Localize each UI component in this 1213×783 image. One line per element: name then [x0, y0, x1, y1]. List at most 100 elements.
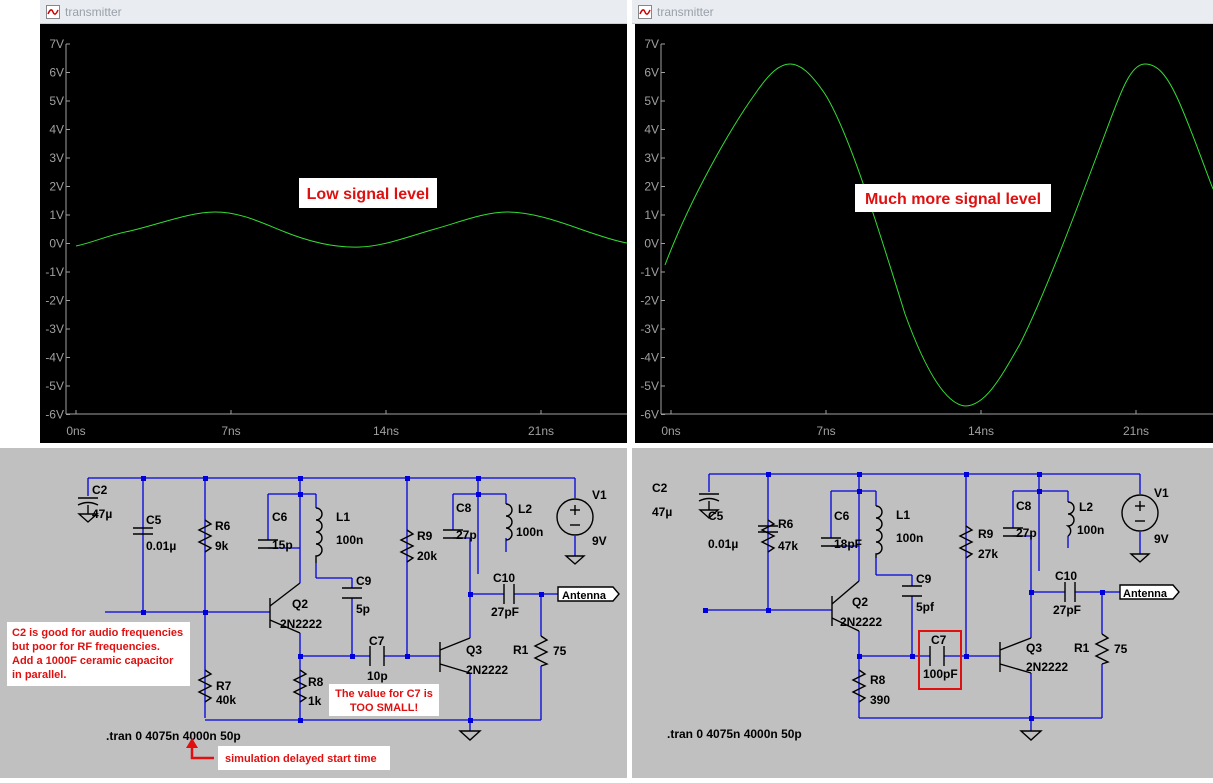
y-tick-label: 0V: [644, 237, 659, 251]
label-l1: L1: [336, 510, 350, 524]
y-tick-label: -4V: [640, 351, 659, 365]
y-tick-label: -5V: [45, 379, 64, 393]
annotation-c7: The value for C7 is TOO SMALL!: [335, 688, 433, 714]
label-r6: R6: [778, 517, 794, 531]
wires: [87, 477, 576, 731]
x-tick-label: 21ns: [528, 424, 554, 438]
junctions: [703, 472, 1105, 721]
x-tick-label: 14ns: [968, 424, 994, 438]
y-tick-label: 2V: [49, 180, 64, 194]
label-v1: V1: [592, 488, 607, 502]
label-q3: Q3: [1026, 641, 1042, 655]
y-tick-label: 4V: [49, 123, 64, 137]
value-c5: 0.01µ: [708, 537, 738, 551]
value-r6: 47k: [778, 539, 798, 553]
label-c2: C2: [652, 481, 668, 495]
value-c6: 18pF: [834, 537, 862, 551]
value-c7: 100pF: [923, 667, 958, 681]
value-l2: 100n: [1077, 523, 1104, 537]
window-title: transmitter: [65, 4, 122, 19]
y-tick-label: 6V: [644, 66, 659, 80]
label-c9: C9: [356, 574, 372, 588]
window-title: transmitter: [657, 4, 714, 19]
right-schematic[interactable]: C2 47µ C5 0.01µ R6 47k C6 18pF L1 100n C…: [632, 448, 1213, 778]
value-q3: 2N2222: [1026, 660, 1068, 674]
label-r1: R1: [513, 643, 529, 657]
label-q2: Q2: [292, 597, 308, 611]
label-c6: C6: [272, 510, 288, 524]
note-box: [855, 184, 1051, 212]
value-v1: 9V: [592, 534, 607, 548]
value-c5: 0.01µ: [146, 539, 176, 553]
y-tick-label: 4V: [644, 123, 659, 137]
annotation-delay-box: [218, 746, 390, 770]
value-c9: 5pf: [916, 600, 935, 614]
value-q2: 2N2222: [280, 617, 322, 631]
labels: C2 47µ C5 0.01µ R6 9k C6 15p L1 100n C9 …: [92, 483, 607, 743]
value-r9: 27k: [978, 547, 998, 561]
label-c10: C10: [1055, 569, 1077, 583]
y-tick-label: 5V: [644, 94, 659, 108]
y-tick-label: 2V: [644, 180, 659, 194]
label-c7: C7: [369, 634, 385, 648]
label-c6: C6: [834, 509, 850, 523]
y-tick-label: 0V: [49, 237, 64, 251]
label-r8: R8: [870, 673, 886, 687]
value-c2: 47µ: [92, 507, 112, 521]
value-r8: 390: [870, 693, 890, 707]
y-tick-label: 7V: [644, 37, 659, 51]
value-r6: 9k: [215, 539, 229, 553]
value-r1: 75: [1114, 642, 1128, 656]
y-tick-label: -3V: [45, 322, 64, 336]
tran-directive[interactable]: .tran 0 4075n 4000n 50p: [667, 727, 802, 741]
antenna-label: Antenna: [562, 590, 607, 602]
antenna-label: Antenna: [1123, 588, 1168, 600]
y-tick-label: -6V: [45, 408, 64, 422]
delay-arrow: [190, 745, 214, 760]
value-c2: 47µ: [652, 505, 672, 519]
value-c10: 27pF: [491, 605, 519, 619]
label-c7: C7: [931, 633, 947, 647]
value-v1: 9V: [1154, 532, 1169, 546]
y-tick-label: -2V: [640, 294, 659, 308]
labels: C2 47µ C5 0.01µ R6 47k C6 18pF L1 100n C…: [652, 481, 1169, 741]
svg-text:The value for C7 is: The value for C7 is: [335, 688, 433, 700]
tran-directive[interactable]: .tran 0 4075n 4000n 50p: [106, 729, 241, 743]
value-r8: 1k: [308, 694, 322, 708]
x-tick-label: 14ns: [373, 424, 399, 438]
label-c8: C8: [456, 501, 472, 515]
label-l2: L2: [518, 502, 532, 516]
label-r9: R9: [417, 529, 433, 543]
svg-text:TOO SMALL!: TOO SMALL!: [350, 702, 418, 714]
label-v1: V1: [1154, 486, 1169, 500]
label-c5: C5: [146, 513, 162, 527]
waveform-icon: [46, 4, 60, 19]
y-tick-label: -5V: [640, 379, 659, 393]
label-c2: C2: [92, 483, 108, 497]
label-r1: R1: [1074, 641, 1090, 655]
y-tick-label: -2V: [45, 294, 64, 308]
y-tick-label: 7V: [49, 37, 64, 51]
right-window-titlebar[interactable]: transmitter: [632, 0, 1213, 24]
left-window-titlebar[interactable]: transmitter: [40, 0, 627, 24]
label-l2: L2: [1079, 500, 1093, 514]
right-schematic-svg: C2 47µ C5 0.01µ R6 47k C6 18pF L1 100n C…: [652, 472, 1180, 741]
c7-highlight-box: [918, 630, 962, 690]
label-c9: C9: [916, 572, 932, 586]
svg-text:Add a 1000F ceramic capacitor: Add a 1000F ceramic capacitor: [12, 655, 174, 667]
components: [698, 493, 1180, 741]
left-schematic[interactable]: C2 47µ C5 0.01µ R6 9k C6 15p L1 100n C9 …: [0, 448, 627, 778]
svg-text:C2 is good for audio frequenci: C2 is good for audio frequencies: [12, 627, 183, 639]
left-schematic-svg: C2 47µ C5 0.01µ R6 9k C6 15p L1 100n C9 …: [7, 476, 620, 770]
value-c9: 5p: [356, 602, 370, 616]
label-r8: R8: [308, 675, 324, 689]
value-l1: 100n: [336, 533, 363, 547]
